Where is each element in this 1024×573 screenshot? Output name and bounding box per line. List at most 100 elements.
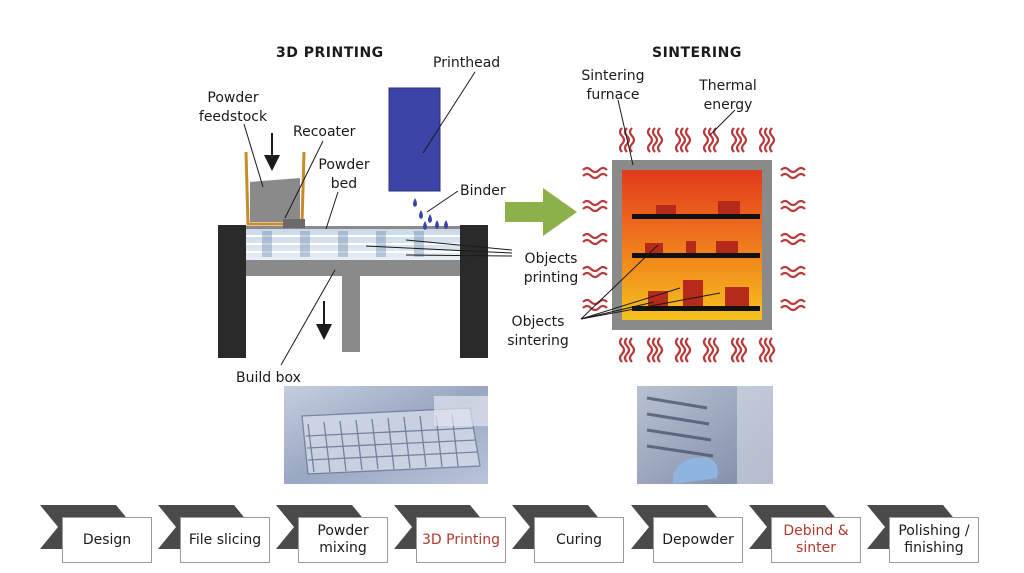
powder-bed-label: Powder bed bbox=[318, 157, 370, 192]
printhead bbox=[388, 87, 441, 192]
heat-wave bbox=[623, 337, 631, 363]
step-label-line1: Debind & bbox=[783, 523, 849, 539]
heat-wave bbox=[679, 337, 687, 363]
process-step: File slicing bbox=[158, 505, 273, 563]
heat-wave bbox=[763, 127, 771, 153]
heat-wave bbox=[582, 298, 608, 306]
heat-wave bbox=[768, 337, 776, 363]
heat-wave bbox=[780, 265, 806, 273]
step-label-line1: Curing bbox=[555, 531, 603, 548]
step-label: Polishing /finishing bbox=[889, 517, 979, 563]
heat-wave bbox=[582, 232, 608, 240]
heat-wave bbox=[735, 127, 743, 153]
heat-wave bbox=[702, 337, 710, 363]
binder-droplets bbox=[413, 198, 448, 230]
process-step: 3D Printing bbox=[394, 505, 509, 563]
heat-wave bbox=[646, 337, 654, 363]
heat-wave bbox=[651, 127, 659, 153]
thermal-energy-label: Thermal energy bbox=[699, 78, 757, 113]
process-step: Polishing /finishing bbox=[867, 505, 982, 563]
recoater-label: Recoater bbox=[293, 124, 356, 140]
objects-sintering-label: Objects sintering bbox=[507, 314, 569, 349]
binder-label: Binder bbox=[460, 183, 506, 199]
powder-feedstock-label: Powder feedstock bbox=[198, 90, 268, 125]
step-label: Curing bbox=[534, 517, 624, 563]
heat-wave bbox=[780, 271, 806, 279]
heat-wave bbox=[582, 166, 608, 174]
heat-wave bbox=[712, 127, 720, 153]
heat-wave bbox=[646, 127, 654, 153]
process-step: Depowder bbox=[631, 505, 746, 563]
powder-hopper bbox=[244, 151, 306, 226]
heat-wave bbox=[618, 337, 626, 363]
powder-bed bbox=[246, 226, 460, 260]
step-label-line1: 3D Printing bbox=[422, 531, 500, 548]
step-label: Debind &sinter bbox=[771, 517, 861, 563]
heat-wave bbox=[758, 337, 766, 363]
printhead-label: Printhead bbox=[433, 55, 501, 71]
step-label-line1: Polishing / bbox=[898, 523, 970, 539]
heat-wave bbox=[780, 298, 806, 306]
leader-lines bbox=[243, 71, 736, 366]
heat-wave bbox=[656, 337, 664, 363]
step-label-line1: File slicing bbox=[188, 531, 262, 548]
heat-wave bbox=[740, 127, 748, 153]
heat-wave bbox=[679, 127, 687, 153]
heat-wave bbox=[780, 199, 806, 207]
heat-wave bbox=[763, 337, 771, 363]
heat-wave bbox=[740, 337, 748, 363]
heat-wave bbox=[730, 337, 738, 363]
heat-wave bbox=[735, 337, 743, 363]
heat-wave bbox=[707, 127, 715, 153]
heat-wave bbox=[780, 238, 806, 246]
printing-section-title: 3D PRINTING bbox=[276, 45, 384, 61]
heat-wave bbox=[582, 172, 608, 180]
sintering-furnace-label: Sintering furnace bbox=[581, 68, 645, 103]
heat-wave bbox=[780, 166, 806, 174]
heat-wave bbox=[712, 337, 720, 363]
step-label-line2: finishing bbox=[904, 540, 964, 556]
recoater bbox=[283, 219, 305, 228]
heat-wave bbox=[582, 304, 608, 312]
heat-wave bbox=[780, 205, 806, 213]
heat-wave bbox=[656, 127, 664, 153]
heat-wave bbox=[780, 172, 806, 180]
thermal-energy-waves bbox=[582, 127, 806, 363]
heat-wave bbox=[651, 337, 659, 363]
heat-wave bbox=[684, 127, 692, 153]
step-label: Depowder bbox=[653, 517, 743, 563]
heat-wave bbox=[684, 337, 692, 363]
step-label-line1: Powder bbox=[317, 523, 369, 539]
step-label-line2: sinter bbox=[796, 540, 836, 556]
heat-wave bbox=[628, 127, 636, 153]
process-step: Curing bbox=[512, 505, 627, 563]
heat-wave bbox=[582, 238, 608, 246]
heat-wave bbox=[768, 127, 776, 153]
heat-wave bbox=[707, 337, 715, 363]
heat-wave bbox=[582, 265, 608, 273]
heat-wave bbox=[702, 127, 710, 153]
heat-wave bbox=[674, 127, 682, 153]
heat-wave bbox=[582, 205, 608, 213]
heat-wave bbox=[780, 232, 806, 240]
heat-wave bbox=[582, 271, 608, 279]
heat-wave bbox=[618, 127, 626, 153]
heat-wave bbox=[730, 127, 738, 153]
step-label: File slicing bbox=[180, 517, 270, 563]
process-step: Debind &sinter bbox=[749, 505, 864, 563]
process-step: Design bbox=[40, 505, 155, 563]
build-box-label: Build box bbox=[236, 370, 301, 386]
heat-wave bbox=[780, 304, 806, 312]
printed-part-photo bbox=[284, 386, 488, 484]
step-label: Design bbox=[62, 517, 152, 563]
sintering-furnace bbox=[612, 160, 772, 330]
objects-printing-label: Objects printing bbox=[523, 251, 579, 286]
furnace-loading-photo bbox=[637, 386, 773, 484]
step-label-line2: mixing bbox=[319, 540, 367, 556]
heat-wave bbox=[628, 337, 636, 363]
step-label-line1: Depowder bbox=[662, 531, 734, 548]
